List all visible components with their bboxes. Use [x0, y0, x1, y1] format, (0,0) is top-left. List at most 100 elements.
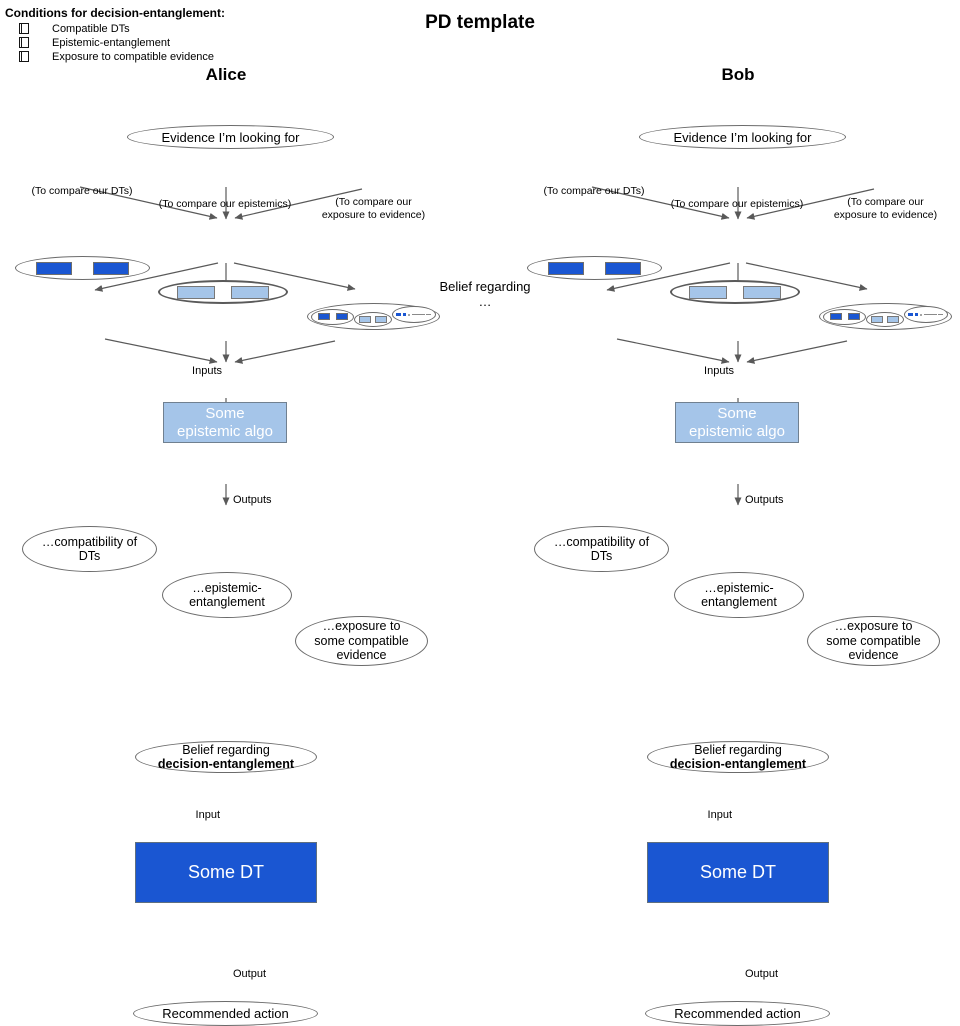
belief-decision-entanglement-node[interactable]: Belief regarding decision-entanglement [647, 741, 829, 773]
dts-evidence-node[interactable] [15, 256, 150, 280]
belief-line2: decision-entanglement [157, 757, 295, 771]
arrow [616, 338, 730, 364]
evidence-looking-for-node[interactable]: Evidence I’m looking for [639, 125, 846, 149]
micro-mark [908, 313, 914, 316]
micro-mark [403, 313, 407, 316]
mini-dts-node [311, 308, 355, 325]
dt-chip [829, 313, 842, 320]
dt-chip [36, 261, 73, 275]
exposure-evidence-node[interactable] [307, 303, 440, 330]
micro-mark [923, 313, 937, 316]
legend-item: Epistemic-entanglement [5, 36, 305, 49]
exposure-compatible-evidence-node[interactable]: …exposure to some compatible evidence [807, 616, 940, 666]
checkbox-icon [19, 51, 29, 62]
epistemic-chip [374, 316, 387, 323]
legend-item-label: Compatible DTs [52, 22, 130, 35]
belief-regarding-note-line2: … [478, 294, 492, 309]
dt-chip [92, 261, 129, 275]
compatibility-of-dts-line2: DTs [590, 549, 613, 563]
epistemic-entanglement-node[interactable]: …epistemic- entanglement [162, 572, 292, 618]
column-heading: Alice [205, 65, 247, 84]
recommended-action-label: Recommended action [674, 1006, 801, 1021]
epistemic-chip [871, 316, 884, 323]
mini-exposure-node [391, 306, 436, 323]
mini-exposure-node [903, 306, 948, 323]
bob-diagram: Bob Evidence I’m looking for (To compare… [517, 65, 960, 1026]
inputs-label: Inputs [704, 365, 734, 377]
some-dt-label: Some DT [699, 862, 777, 882]
epistemic-algo-box[interactable]: Some epistemic algo [163, 402, 287, 443]
epistemic-algo-line2: epistemic algo [177, 422, 273, 440]
dt-chip [317, 313, 330, 320]
exposure-compatible-evidence-node[interactable]: …exposure to some compatible evidence [295, 616, 428, 666]
compare-exposure-caption-line2: exposure to evidence) [321, 208, 426, 221]
dts-evidence-node[interactable] [527, 256, 662, 280]
epistemics-evidence-node[interactable] [670, 280, 800, 304]
some-dt-label: Some DT [187, 862, 265, 882]
belief-decision-entanglement-node[interactable]: Belief regarding decision-entanglement [135, 741, 317, 773]
exposure-line2: some compatible [314, 633, 409, 648]
dt-chip [548, 261, 585, 275]
mini-dts-node [823, 308, 867, 325]
epistemic-chip [176, 285, 215, 299]
epistemic-entanglement-line1: …epistemic- [704, 580, 774, 595]
arrow [746, 340, 848, 364]
belief-regarding-note: Belief regarding … [425, 279, 545, 309]
exposure-line2: some compatible [826, 633, 921, 648]
micro-mark [411, 313, 425, 316]
compatibility-of-dts-line1: …compatibility of [553, 534, 650, 549]
compare-exposure-caption-line1: (To compare our [335, 196, 412, 208]
evidence-looking-for-node[interactable]: Evidence I’m looking for [127, 125, 334, 149]
epistemic-entanglement-line1: …epistemic- [192, 580, 262, 595]
compatibility-of-dts-line2: DTs [78, 549, 101, 563]
epistemic-chip [359, 316, 372, 323]
compare-dts-caption: (To compare our DTs) [31, 185, 133, 197]
belief-line1: Belief regarding [694, 743, 782, 757]
output-label: Output [745, 968, 779, 980]
outputs-label: Outputs [233, 494, 272, 506]
micro-mark [407, 313, 410, 316]
belief-line1: Belief regarding [182, 743, 270, 757]
column-heading: Bob [721, 65, 755, 84]
compare-exposure-caption-line1: (To compare our [847, 196, 924, 208]
legend-title: Conditions for decision-entanglement: [5, 6, 226, 20]
inputs-label: Inputs [192, 365, 222, 377]
page-title: PD template [425, 12, 535, 33]
belief-line2: decision-entanglement [669, 757, 807, 771]
recommended-action-node[interactable]: Recommended action [133, 1001, 318, 1026]
micro-mark [915, 313, 919, 316]
arrow [104, 338, 218, 364]
epistemic-entanglement-line2: entanglement [189, 595, 265, 609]
compatibility-of-dts-line1: …compatibility of [41, 534, 138, 549]
legend-item-label: Epistemic-entanglement [52, 36, 171, 49]
input-label: Input [707, 809, 732, 821]
evidence-looking-for-label: Evidence I’m looking for [673, 129, 812, 145]
epistemic-chip [688, 285, 727, 299]
belief-regarding-note-line1: Belief regarding [439, 279, 531, 294]
micro-mark [426, 313, 432, 316]
epistemic-algo-line1: Some [205, 404, 245, 422]
epistemic-algo-line2: epistemic algo [689, 422, 785, 440]
recommended-action-node[interactable]: Recommended action [645, 1001, 830, 1026]
epistemic-chip [743, 285, 782, 299]
dt-chip [335, 313, 348, 320]
exposure-evidence-node[interactable] [819, 303, 952, 330]
output-label: Output [233, 968, 267, 980]
exposure-line3: evidence [336, 648, 387, 663]
epistemics-evidence-node[interactable] [158, 280, 288, 304]
some-dt-box[interactable]: Some DT [135, 842, 317, 903]
legend-item: Compatible DTs [5, 22, 305, 35]
mini-epistemics-node [866, 312, 904, 327]
exposure-line1: …exposure to [322, 619, 401, 634]
some-dt-box[interactable]: Some DT [647, 842, 829, 903]
compatibility-of-dts-node[interactable]: …compatibility of DTs [22, 526, 157, 572]
epistemic-entanglement-node[interactable]: …epistemic- entanglement [674, 572, 804, 618]
compare-exposure-caption-line2: exposure to evidence) [833, 208, 938, 221]
mini-epistemics-node [354, 312, 392, 327]
exposure-line1: …exposure to [834, 619, 913, 634]
epistemic-algo-box[interactable]: Some epistemic algo [675, 402, 799, 443]
micro-mark [919, 313, 922, 316]
compare-epistemics-caption: (To compare our epistemics) [670, 197, 804, 210]
arrow [234, 340, 336, 364]
compatibility-of-dts-node[interactable]: …compatibility of DTs [534, 526, 669, 572]
